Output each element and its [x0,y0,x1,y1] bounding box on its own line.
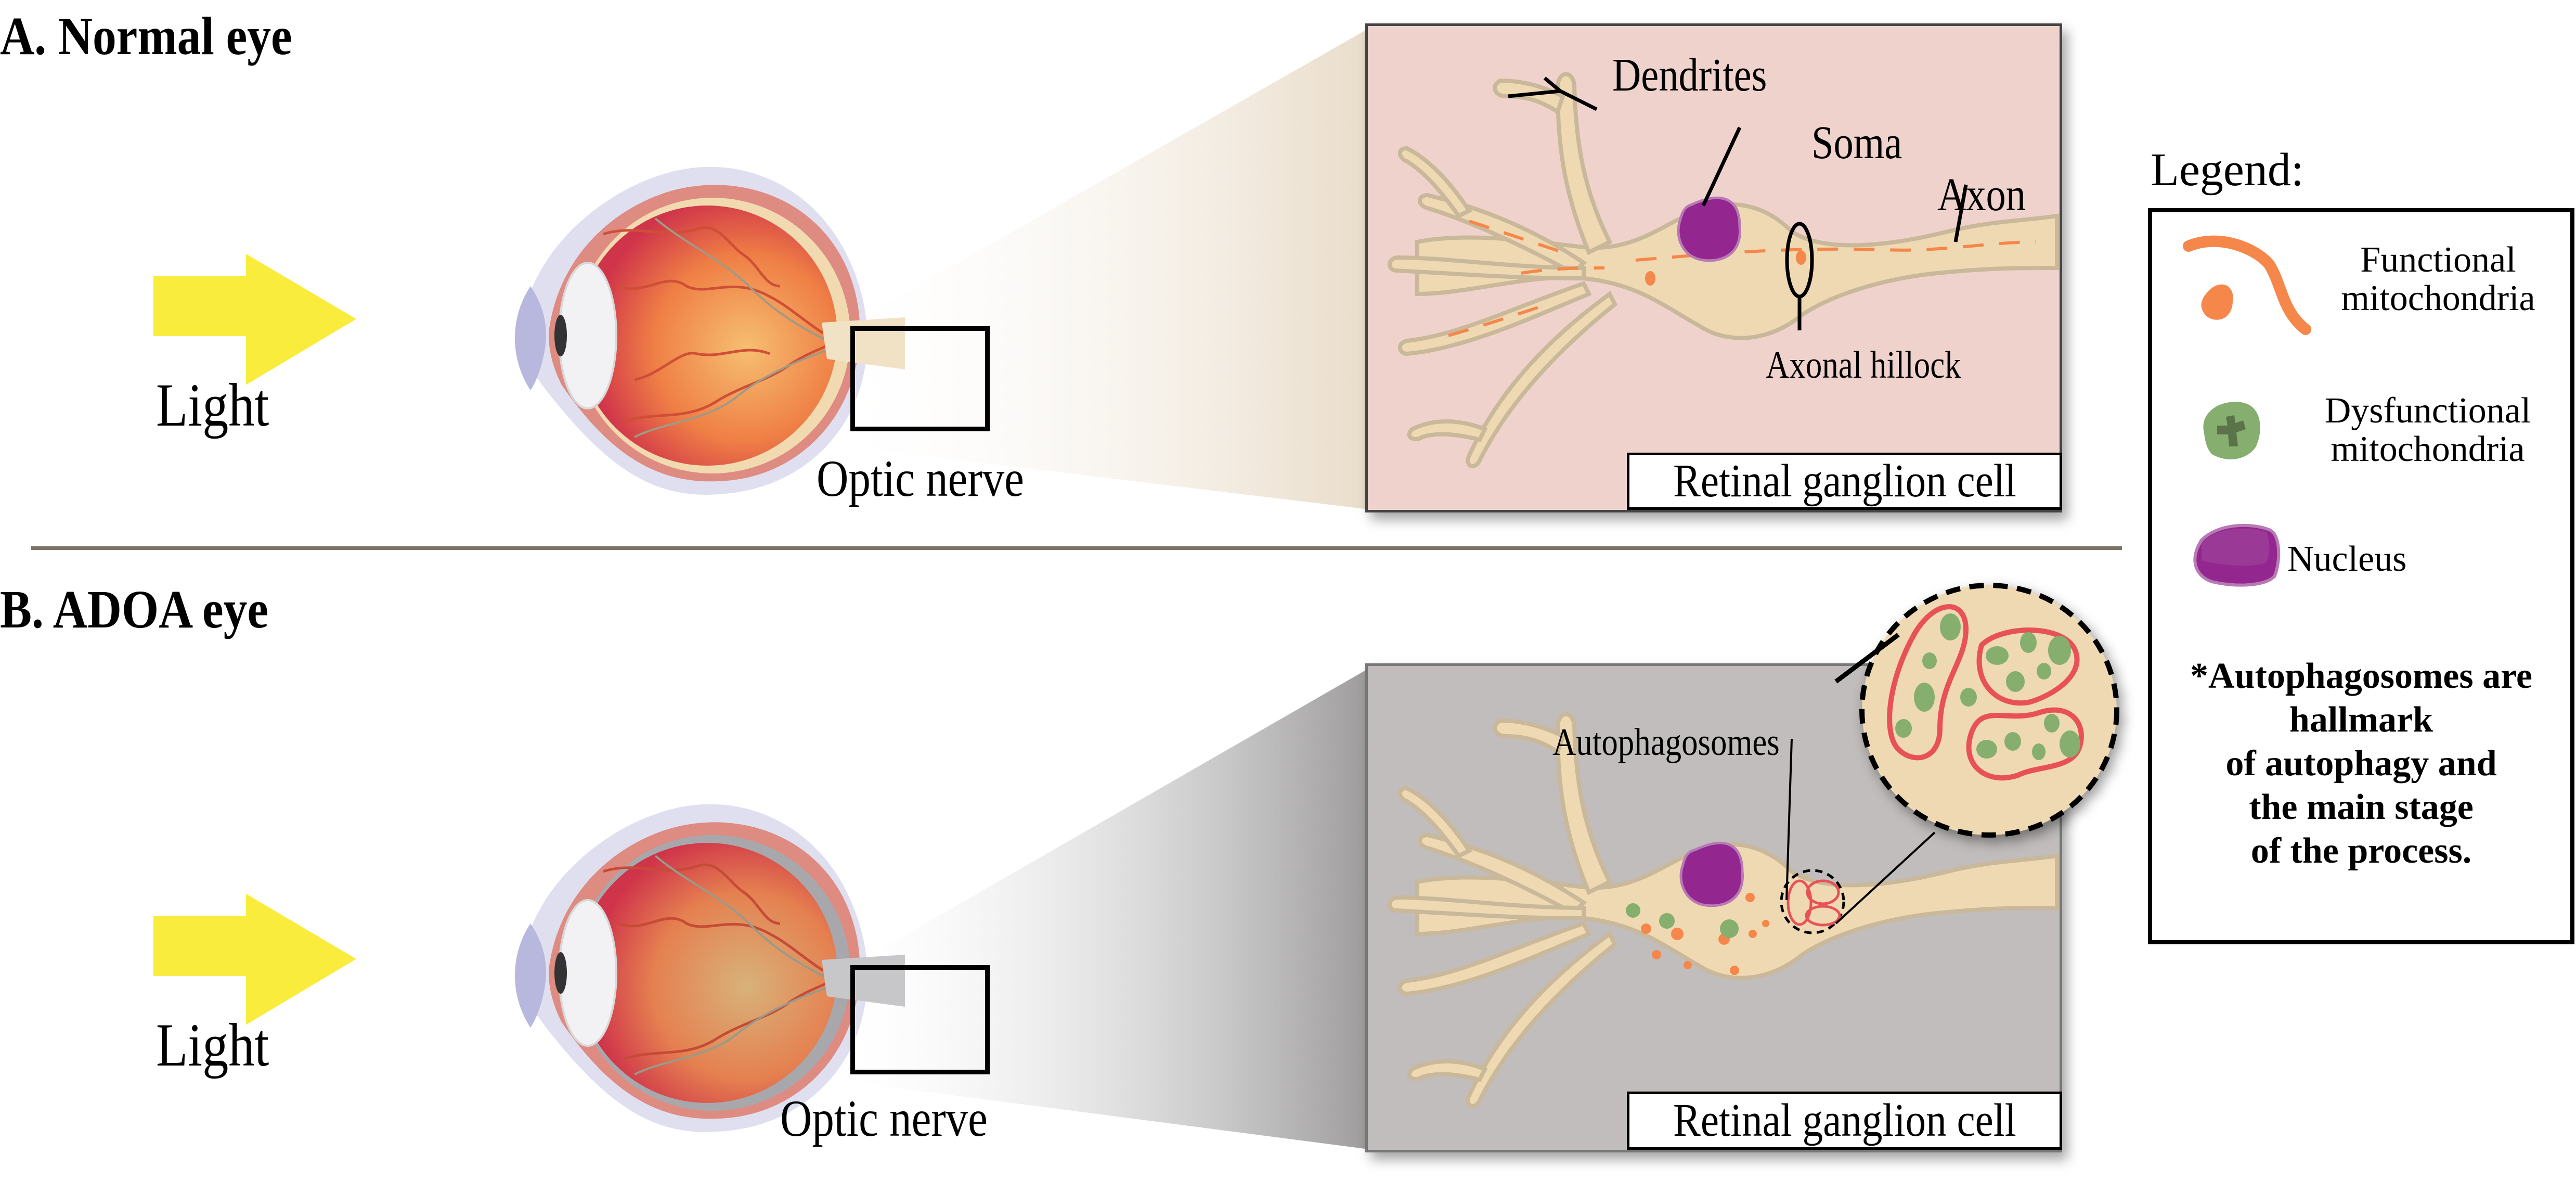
nucleus-icon [2193,523,2281,587]
optic-nerve-highlight-box-b [850,965,990,1074]
panel-b-title: B. ADOA eye [0,580,269,639]
retinal-ganglion-cell-label-box-b: Retinal ganglion cell [1627,1092,2062,1150]
light-arrow-b-icon [153,894,356,1025]
functional-mitochondria-label: Functional mitochondria [2308,241,2568,317]
autophagosome-note: *Autophagosomes are hallmark of autophag… [2152,655,2570,873]
axon-label: Axon [1937,169,2026,221]
panel-divider [31,546,2122,550]
legend-title: Legend: [2151,144,2304,196]
optic-nerve-highlight-box-a [850,326,990,431]
note-line-2: hallmark [2289,700,2433,740]
functional-mitochondria-label-line1: Functional [2360,240,2516,280]
autophagosome-magnified-view [1834,583,2119,838]
legend-box: Functional mitochondria Dysfunctional mi… [2148,208,2574,944]
autophagosomes-label: Autophagosomes [1552,721,1780,764]
panel-a-title: A. Normal eye [0,6,292,66]
note-line-3: of autophagy and [2225,743,2497,784]
dysfunctional-mitochondria-label-line2: mitochondria [2331,429,2525,469]
axonal-hillock-label: Axonal hillock [1766,344,1961,387]
note-line-5: of the process. [2250,831,2472,871]
neuron-illustration-a [1387,72,2059,468]
retinal-ganglion-cell-label-b: Retinal ganglion cell [1673,1095,2016,1146]
dendrites-label: Dendrites [1612,49,1767,101]
eye-diagram-a [515,166,905,495]
retinal-ganglion-cell-label-a: Retinal ganglion cell [1673,455,2016,507]
note-line-4: the main stage [2249,787,2474,827]
dysfunctional-mitochondria-label: Dysfunctional mitochondria [2287,392,2568,468]
light-label-b: Light [156,1011,269,1079]
retinal-ganglion-cell-label-box-a: Retinal ganglion cell [1627,453,2062,510]
soma-label: Soma [1811,117,1902,169]
note-line-1: *Autophagosomes are [2190,656,2532,696]
optic-nerve-label-a: Optic nerve [817,450,1024,507]
light-arrow-a-icon [153,254,356,385]
eye-diagram-b [515,804,905,1132]
light-label-a: Light [156,371,269,439]
nucleus-label: Nucleus [2287,539,2407,579]
functional-mitochondria-label-line2: mitochondria [2341,278,2535,318]
functional-mitochondria-icon [2183,235,2311,335]
dysfunctional-mitochondria-icon [2203,402,2260,459]
neuron-illustration-b [1387,712,2059,1108]
optic-nerve-label-b: Optic nerve [780,1089,988,1147]
dysfunctional-mitochondria-label-line1: Dysfunctional [2324,391,2531,431]
